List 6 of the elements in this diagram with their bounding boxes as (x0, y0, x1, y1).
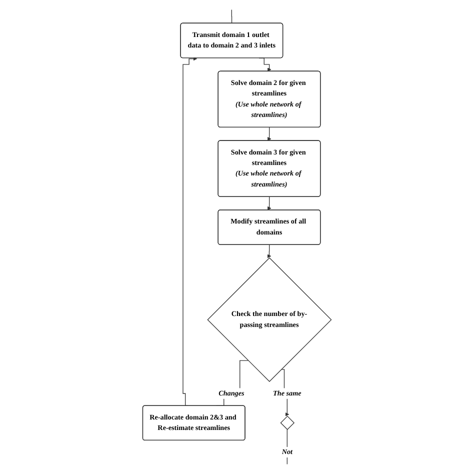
arrow (267, 244, 272, 258)
arrow (267, 196, 272, 210)
node-diamond (280, 416, 295, 430)
connector (231, 9, 232, 24)
arrow (267, 127, 272, 141)
arrow (182, 56, 198, 406)
